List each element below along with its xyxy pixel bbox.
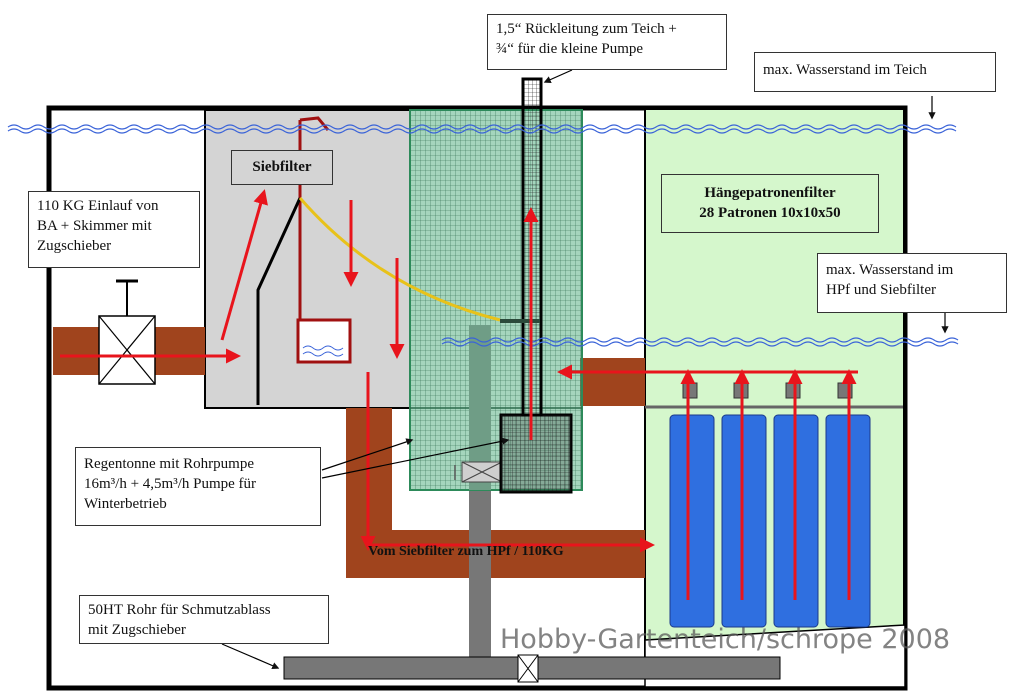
label-hanging-filter: Hängepatronenfilter 28 Patronen 10x10x50 — [661, 174, 879, 233]
watermark: Hobby-Gartenteich/schrope 2008 — [500, 624, 951, 655]
collector-box — [296, 318, 352, 364]
pump-riser — [469, 325, 491, 490]
drain-riser — [469, 490, 491, 660]
flow-arrows — [60, 189, 858, 600]
label-return-line: 1,5“ Rückleitung zum Teich + ¾“ für die … — [487, 14, 727, 70]
label-inlet: 110 KG Einlauf von BA + Skimmer mit Zugs… — [28, 191, 200, 268]
hpf-water-line — [441, 337, 959, 343]
label-max-water-pond: max. Wasserstand im Teich — [754, 52, 996, 92]
label-rain-barrel: Regentonne mit Rohrpumpe 16m³/h + 4,5m³/… — [75, 447, 321, 526]
label-sieve-filter: Siebfilter — [231, 150, 333, 185]
transfer-pipe — [346, 408, 645, 578]
label-transfer-pipe: Vom Siebfilter zum HPf / 110KG — [368, 544, 564, 559]
label-max-water-hpf: max. Wasserstand im HPf und Siebfilter — [817, 253, 1007, 313]
sieve-screen — [256, 197, 302, 405]
cartridge-2 — [721, 382, 767, 628]
sieve-hose — [298, 197, 501, 322]
hpf-feed-pipe — [580, 358, 645, 406]
label-drain: 50HT Rohr für Schmutzablass mit Zugschie… — [79, 595, 329, 644]
cartridge-1 — [669, 382, 715, 628]
pond-water-line — [7, 124, 957, 130]
callout-arrows — [221, 69, 949, 670]
